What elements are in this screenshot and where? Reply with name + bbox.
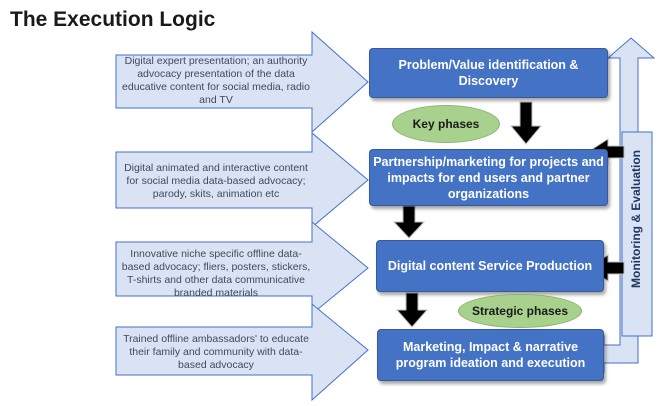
down-arrow-1	[509, 101, 543, 145]
monitoring-evaluation-label: Monitoring & Evaluation	[629, 150, 643, 288]
process-box-content-production: Digital content Service Production	[376, 240, 604, 292]
input-arrow-text-4: Trained offline ambassadors' to educate …	[123, 333, 309, 371]
input-arrow-4	[115, 302, 369, 402]
input-arrow-text-1: Digital expert presentation; an authorit…	[122, 55, 310, 106]
strategic-phases-label: Strategic phases	[458, 294, 582, 328]
down-arrow-2	[392, 205, 426, 239]
page-title: The Execution Logic	[10, 8, 216, 31]
down-arrow-3	[395, 292, 429, 328]
process-box-partnership-marketing: Partnership/marketing for projects and i…	[369, 149, 608, 206]
input-arrow-text-3: Innovative niche specific offline data-b…	[121, 248, 311, 299]
key-phases-label: Key phases	[392, 105, 500, 143]
monitoring-bar	[621, 131, 653, 337]
process-box-marketing-impact: Marketing, Impact & narrative program id…	[377, 329, 604, 381]
process-box-problem-identification: Problem/Value identification & Discovery	[369, 48, 608, 98]
input-arrow-text-2: Digital animated and interactive content…	[124, 162, 308, 200]
input-arrow-3	[115, 220, 369, 316]
input-arrow-2	[115, 131, 369, 229]
input-arrow-1	[115, 30, 369, 134]
